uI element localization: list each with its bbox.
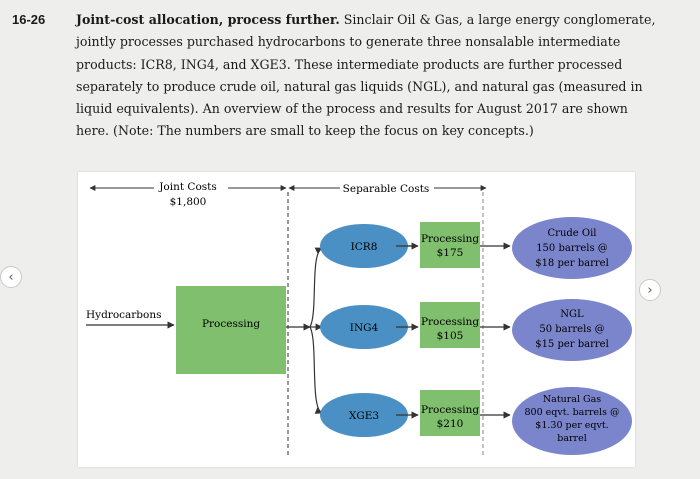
product-natural-gas-line-3: $1.30 per eqvt. <box>535 420 608 431</box>
separable-processing-3-cost: $210 <box>437 418 464 430</box>
problem-statement: Joint-cost allocation, process further. … <box>76 9 656 143</box>
separable-processing-3-label: Processing <box>421 404 479 416</box>
separable-processing-box-1 <box>420 222 480 268</box>
joint-costs-amount: $1,800 <box>170 196 207 208</box>
problem-line-3: products: ICR8, ING4, and XGE3. These in… <box>76 56 623 72</box>
separable-processing-1-cost: $175 <box>437 247 464 259</box>
problem-line-6: here. (Note: The numbers are small to ke… <box>76 123 534 139</box>
product-crude-oil <box>512 217 632 279</box>
separable-costs-label: Separable Costs <box>343 183 430 195</box>
problem-line-1: Sinclair Oil & Gas, a large energy congl… <box>343 12 656 27</box>
separable-processing-box-3 <box>420 390 480 436</box>
product-natural-gas-line-2: 800 eqvt. barrels @ <box>525 407 620 418</box>
product-ngl-line-3: $15 per barrel <box>535 339 609 350</box>
problem-title: Joint-cost allocation, process further. <box>76 12 340 27</box>
prev-page-button[interactable]: ‹ <box>0 266 22 288</box>
intermediate-icr8-label: ICR8 <box>351 241 378 253</box>
input-label: Hydrocarbons <box>86 309 162 321</box>
separable-processing-box-2 <box>420 302 480 348</box>
joint-processing-label: Processing <box>202 318 260 330</box>
branch-to-xge3 <box>309 326 323 414</box>
intermediate-ing4-label: ING4 <box>350 322 379 334</box>
joint-costs-label: Joint Costs <box>158 181 217 193</box>
separable-processing-2-label: Processing <box>421 316 479 328</box>
problem-line-2: jointly processes purchased hydrocarbons… <box>76 34 621 50</box>
product-natural-gas <box>512 387 632 455</box>
next-page-button[interactable]: › <box>639 279 661 301</box>
intermediate-icr8 <box>320 224 408 268</box>
intermediate-xge3-label: XGE3 <box>349 410 379 422</box>
separable-processing-2-cost: $105 <box>437 330 464 342</box>
problem-number: 16-26 <box>12 12 46 27</box>
branch-to-icr8 <box>309 247 323 328</box>
product-natural-gas-line-4: barrel <box>557 433 587 444</box>
separable-processing-1-label: Processing <box>421 233 479 245</box>
product-natural-gas-line-1: Natural Gas <box>543 394 601 405</box>
intermediate-xge3 <box>320 393 408 437</box>
product-ngl <box>512 299 632 361</box>
problem-line-5: liquid equivalents). An overview of the … <box>76 101 628 117</box>
product-ngl-line-2: 50 barrels @ <box>539 324 604 335</box>
product-crude-oil-line-1: Crude Oil <box>548 228 597 239</box>
process-diagram: Joint Costs $1,800 Separable Costs Hydro… <box>78 172 635 467</box>
product-crude-oil-line-3: $18 per barrel <box>535 258 609 269</box>
process-diagram-svg: Joint Costs $1,800 Separable Costs Hydro… <box>86 181 632 457</box>
intermediate-ing4 <box>320 305 408 349</box>
product-crude-oil-line-2: 150 barrels @ <box>536 243 608 254</box>
joint-processing-box <box>176 286 286 374</box>
problem-line-4: separately to produce crude oil, natural… <box>76 78 643 94</box>
product-ngl-line-1: NGL <box>560 309 584 320</box>
